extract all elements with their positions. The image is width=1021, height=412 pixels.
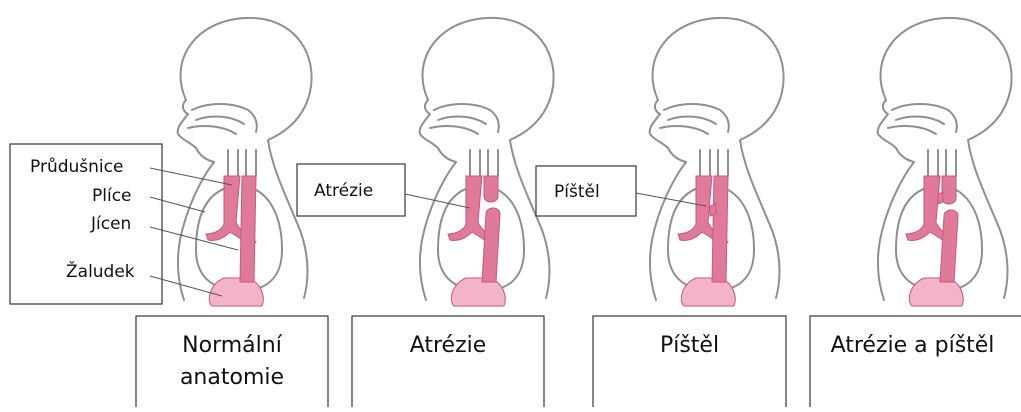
label-trachea: Průdušnice bbox=[30, 157, 123, 177]
throat-tubes bbox=[470, 150, 498, 176]
chest-outline bbox=[650, 162, 686, 300]
stomach bbox=[681, 278, 735, 306]
esophagus bbox=[712, 176, 728, 282]
right-lung bbox=[252, 188, 282, 290]
caption-atresia: Atrézie bbox=[352, 330, 544, 362]
chest-outline bbox=[178, 162, 214, 300]
jaw-line bbox=[188, 126, 236, 134]
esophagus-upper-pouch bbox=[942, 176, 956, 204]
label-lungs: Plíce bbox=[92, 186, 132, 206]
figure-normal bbox=[178, 18, 312, 306]
esophagus-lower-segment bbox=[940, 210, 958, 282]
label-esophagus: Jícen bbox=[90, 214, 131, 234]
chest-outline bbox=[878, 162, 914, 300]
fistula-connection bbox=[938, 192, 943, 204]
tongue-line bbox=[896, 117, 944, 124]
fistula-callout: Píštěl bbox=[554, 182, 600, 202]
figure-both bbox=[878, 18, 1012, 306]
caption-fistula: Píštěl bbox=[593, 330, 786, 362]
right-lung bbox=[724, 188, 754, 290]
fistula-connection bbox=[710, 204, 716, 216]
throat-tubes bbox=[928, 150, 956, 176]
figure-atresia bbox=[420, 18, 554, 306]
caption-normal: Normální anatomie bbox=[166, 330, 298, 394]
tongue-line bbox=[196, 117, 244, 124]
esophagus bbox=[240, 176, 256, 282]
figure-fistula bbox=[650, 18, 784, 306]
caption-both: Atrézie a píštěl bbox=[810, 330, 1015, 362]
stomach bbox=[209, 278, 263, 306]
tongue-line bbox=[438, 117, 486, 124]
jaw-line bbox=[660, 126, 708, 134]
jaw-line bbox=[888, 126, 936, 134]
esophagus-upper-pouch bbox=[484, 176, 498, 202]
throat-tubes bbox=[700, 150, 728, 176]
esophagus-lower-segment bbox=[482, 208, 500, 282]
atresia-callout: Atrézie bbox=[314, 181, 373, 201]
throat-tubes bbox=[228, 150, 256, 176]
leader-atresia bbox=[405, 194, 470, 208]
label-stomach: Žaludek bbox=[66, 260, 135, 282]
jaw-line bbox=[430, 126, 478, 134]
chest-outline bbox=[420, 162, 456, 300]
tongue-line bbox=[668, 117, 716, 124]
stomach bbox=[909, 278, 963, 306]
stomach bbox=[451, 278, 505, 306]
